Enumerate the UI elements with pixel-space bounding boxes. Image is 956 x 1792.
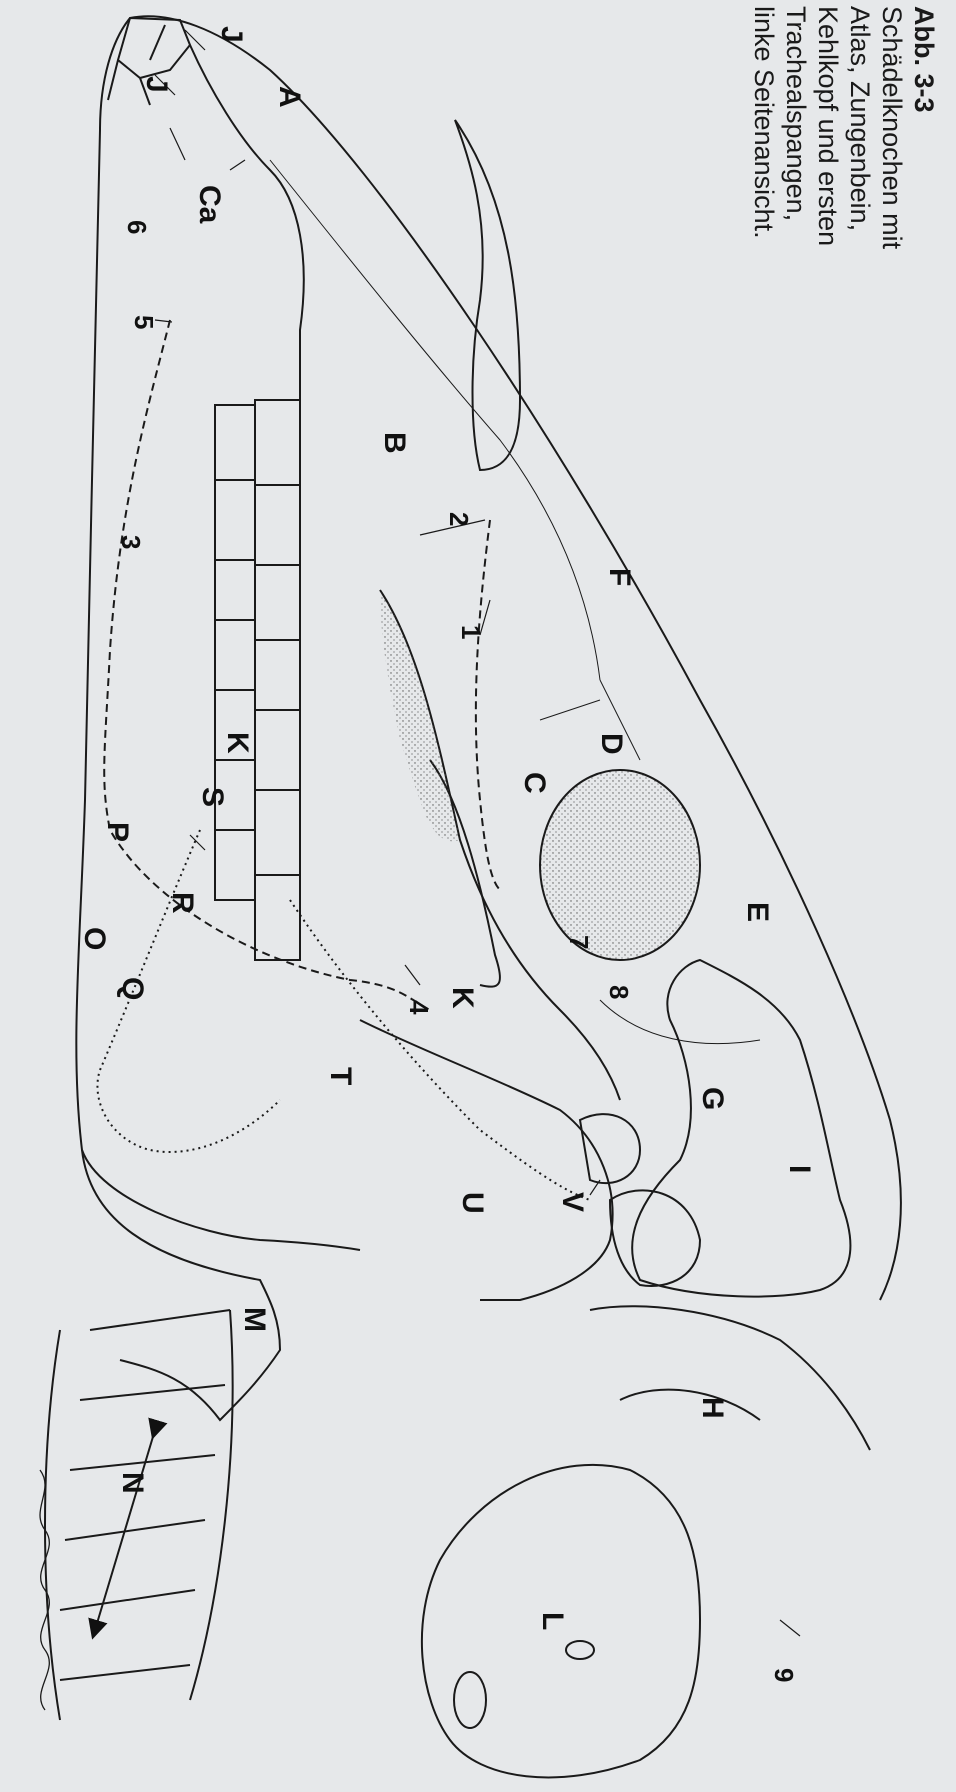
- leader-lines: [155, 30, 800, 1636]
- label-R: R: [166, 892, 199, 914]
- label-A: A: [273, 86, 306, 108]
- label-2: 2: [444, 512, 474, 526]
- atlas-foramen-2: [454, 1672, 486, 1728]
- label-G: G: [696, 1087, 729, 1110]
- label-O: O: [78, 927, 111, 950]
- label-9: 9: [769, 1668, 799, 1682]
- nasal-process: [455, 120, 520, 470]
- label-C: C: [518, 772, 551, 794]
- label-J-top: J: [215, 26, 248, 43]
- label-F: F: [603, 568, 636, 586]
- cranium: [632, 960, 850, 1297]
- label-5: 5: [129, 315, 159, 329]
- label-3: 3: [116, 535, 146, 549]
- larynx: [82, 1150, 280, 1420]
- atlas-foramen-1: [566, 1641, 594, 1659]
- label-7: 7: [564, 935, 594, 949]
- label-U: U: [456, 1192, 489, 1214]
- label-N: N: [116, 1472, 149, 1494]
- label-T: T: [324, 1067, 357, 1085]
- ear-process: [610, 1190, 700, 1286]
- label-Ca: Ca: [193, 185, 226, 224]
- label-I: I: [783, 1165, 816, 1173]
- condyle: [580, 1114, 640, 1183]
- skull-outline-top: [130, 16, 901, 1300]
- stipple-nasal: [380, 590, 460, 841]
- label-B: B: [378, 432, 411, 454]
- label-1: 1: [456, 625, 486, 639]
- label-K-lower: K: [446, 987, 479, 1009]
- label-E: E: [741, 902, 774, 922]
- label-D: D: [595, 733, 628, 755]
- label-6: 6: [122, 220, 152, 234]
- label-L: L: [536, 1612, 569, 1630]
- mandible-ramus: [360, 1020, 613, 1300]
- label-K-upper: K: [221, 732, 254, 754]
- label-S: S: [196, 787, 229, 807]
- orbit: [540, 770, 700, 960]
- label-8: 8: [604, 985, 634, 999]
- label-V: V: [556, 1192, 589, 1212]
- label-J-bottom: J: [140, 76, 173, 93]
- label-M: M: [238, 1307, 271, 1332]
- label-H: H: [696, 1397, 729, 1419]
- occipital: [590, 1306, 870, 1450]
- hyoid-dashed: [104, 320, 430, 1010]
- lower-tooth-row: [215, 405, 255, 900]
- label-Q: Q: [116, 977, 149, 1000]
- trachea: [45, 1310, 233, 1720]
- hyoid-dashed-2: [476, 520, 500, 890]
- label-P: P: [101, 822, 134, 842]
- label-4: 4: [404, 1000, 434, 1015]
- upper-tooth-row: [255, 400, 300, 960]
- hyoid-dotted: [97, 830, 590, 1200]
